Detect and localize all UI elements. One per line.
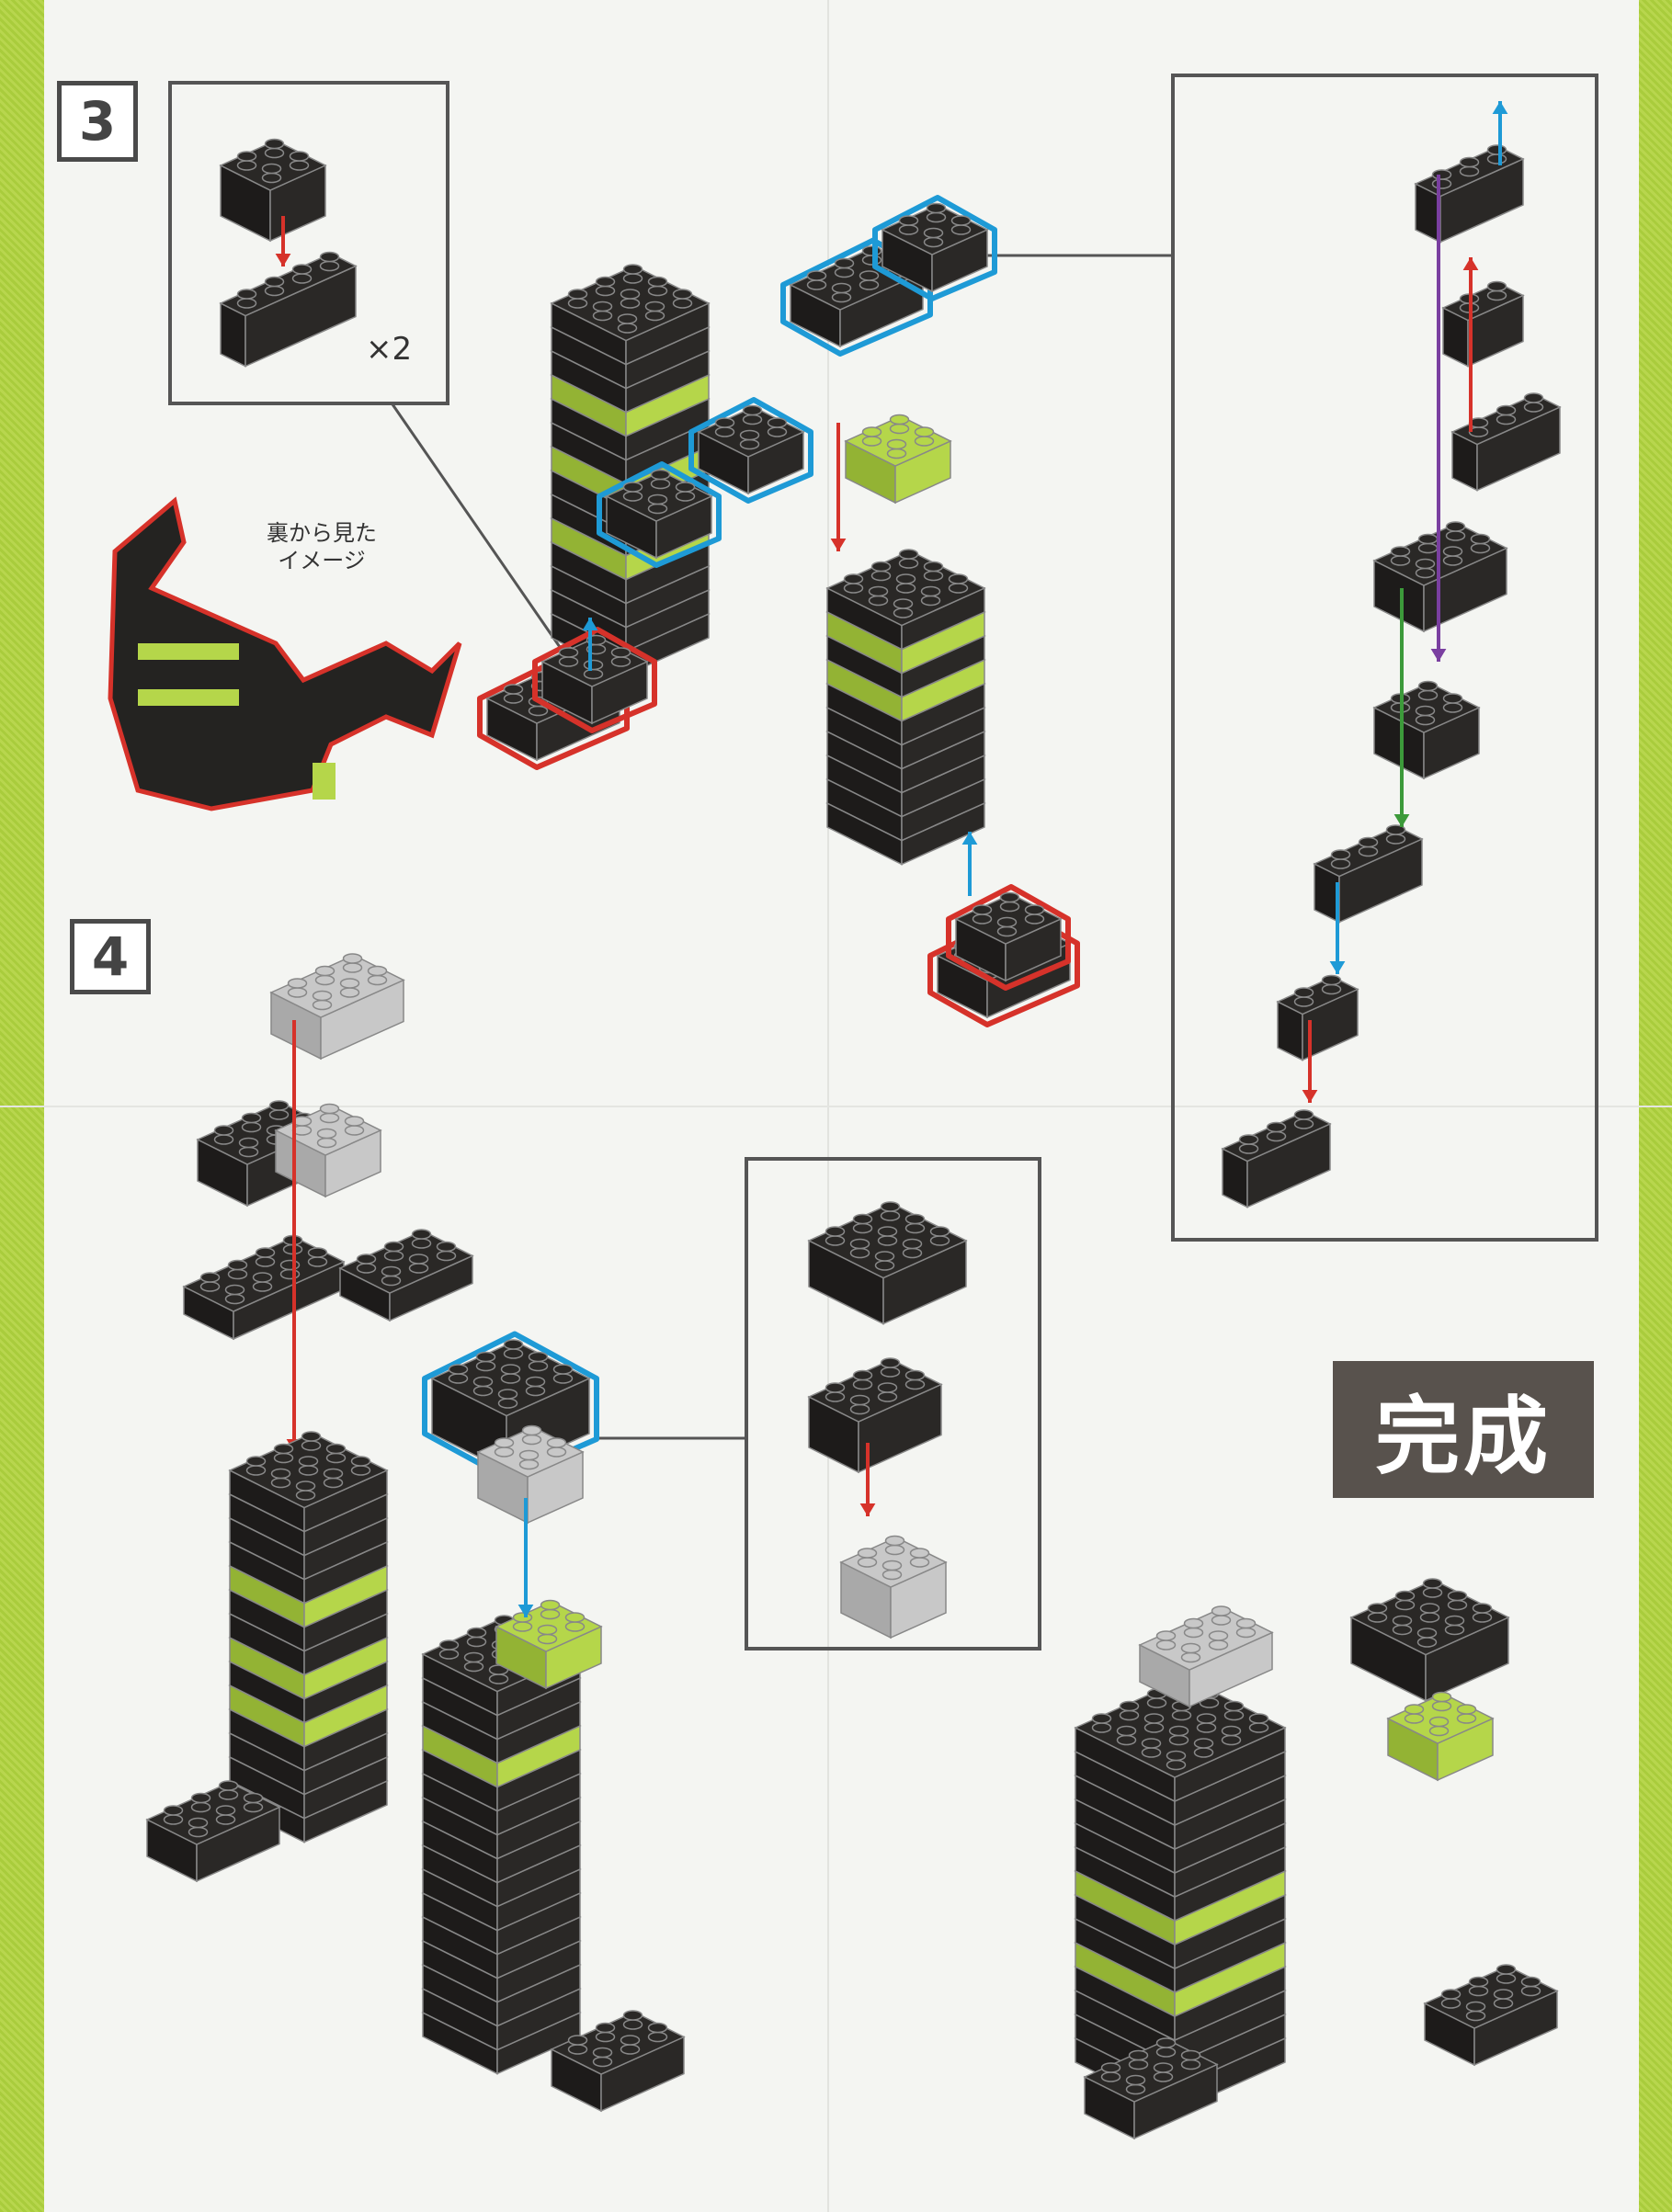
wing-brick: [597, 461, 722, 568]
callout-lines: [391, 254, 1171, 1440]
red-arrow-icon: [1302, 1020, 1318, 1103]
paper-fold-horizontal: [0, 1106, 1672, 1107]
completed-foot: [1083, 2037, 1219, 2140]
completed-neck: [1386, 1691, 1495, 1782]
tower-brick: [1074, 1675, 1287, 1803]
brick-2x3: [807, 1357, 943, 1474]
blue-arrow-icon: [1329, 882, 1346, 974]
grey-slope-brick: [269, 953, 405, 1061]
t-plate: [807, 1201, 968, 1325]
step-4-number: 4: [70, 919, 151, 994]
tower-brick: [550, 264, 711, 366]
completed-foot: [1423, 1964, 1559, 2067]
grey-brick-2x2: [839, 1535, 948, 1639]
caption-line-2: イメージ: [278, 548, 366, 573]
grey-neck-brick: [476, 1424, 585, 1525]
plate-set: [182, 1234, 346, 1341]
red-arrow-icon: [275, 216, 291, 267]
wing-tip-piece: [946, 884, 1071, 991]
lime-head-brick: [844, 414, 952, 505]
red-arrow-icon: [1462, 257, 1479, 432]
tower-brick: [228, 1431, 389, 1533]
head-subassembly: [422, 1331, 599, 1481]
red-arrow-icon: [830, 423, 847, 551]
sequence-brick: [1414, 144, 1525, 244]
caption-line-1: 裏から見た: [267, 520, 377, 546]
completion-label: 完成: [1333, 1361, 1594, 1498]
red-arrow-icon: [859, 1443, 876, 1516]
step-4-subassembly-frame: [745, 1157, 1041, 1650]
wing-brick: [872, 195, 997, 301]
foot-brick: [145, 1780, 281, 1883]
wing-brick: [688, 397, 813, 504]
tower-brick: [825, 549, 986, 651]
sequence-brick: [1276, 974, 1359, 1061]
blue-arrow-icon: [961, 832, 978, 896]
blue-arrow-icon: [1492, 101, 1508, 165]
back-view-model: [108, 496, 462, 811]
quantity-multiplier: ×2: [366, 331, 413, 368]
blue-arrow-icon: [582, 618, 598, 671]
back-view-caption: 裏から見た イメージ: [248, 519, 395, 574]
wing-tip-piece: [532, 627, 657, 733]
completed-wing-grey: [1138, 1605, 1274, 1708]
step-3-sequence-frame: [1171, 74, 1598, 1242]
step-3-subassembly-frame: [168, 81, 449, 405]
lime-head-brick: [495, 1599, 603, 1690]
purple-arrow-icon: [1430, 175, 1447, 662]
sequence-brick: [1221, 1109, 1332, 1208]
blue-arrow-icon: [518, 1498, 534, 1617]
brick-1x4: [219, 251, 358, 368]
green-arrow-icon: [1393, 588, 1410, 827]
completed-head: [1349, 1578, 1510, 1702]
step-3-number: 3: [57, 81, 138, 162]
foot-brick: [550, 2010, 686, 2113]
plate-set: [338, 1229, 474, 1322]
sequence-brick: [1450, 392, 1562, 492]
